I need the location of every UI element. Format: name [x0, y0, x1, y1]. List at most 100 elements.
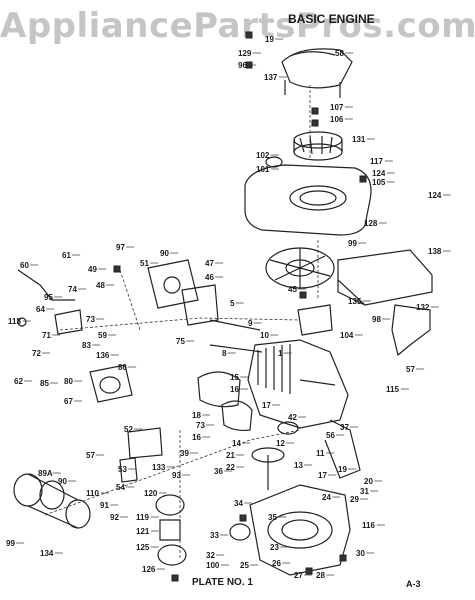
callout-number: 101 [256, 165, 270, 174]
callout-number: 128 [364, 219, 378, 228]
callout-number: 58 [335, 49, 344, 58]
callout-number: 104 [340, 331, 354, 340]
callout-number: 67 [64, 397, 73, 406]
cylinder-block [247, 339, 349, 429]
ignition-coil [297, 304, 333, 336]
callout-number: 36 [214, 467, 223, 476]
callout-number: 53 [118, 465, 127, 474]
callout-number: 22 [226, 463, 235, 472]
callout-number: 83 [82, 341, 91, 350]
callout-labels: 1912996137581071061311021011171241051241… [6, 35, 442, 580]
callout-number: 9 [248, 319, 253, 328]
callout-number: 29 [350, 495, 359, 504]
callout-number: 91 [100, 501, 109, 510]
washer [17, 317, 27, 327]
callout-number: 19 [265, 35, 274, 44]
callout-number: 30 [356, 549, 365, 558]
screw [311, 107, 319, 115]
callout-number: 134 [40, 549, 54, 558]
callout-number: 135 [348, 297, 362, 306]
screw [245, 31, 253, 39]
callout-number: 39 [180, 449, 189, 458]
callout-number: 21 [226, 451, 235, 460]
callout-number: 28 [316, 571, 325, 580]
callout-number: 25 [240, 561, 249, 570]
callout-number: 99 [348, 239, 357, 248]
callout-number: 125 [136, 543, 150, 552]
page-code: A-3 [406, 579, 421, 589]
piston [277, 421, 299, 435]
callout-number: 100 [206, 561, 220, 570]
callout-number: 120 [144, 489, 158, 498]
screw [171, 574, 179, 582]
callout-number: 124 [372, 169, 386, 178]
callout-number: 20 [364, 477, 373, 486]
callout-number: 27 [294, 571, 303, 580]
fuel-cap [265, 156, 283, 168]
fuel-tank-drum [155, 494, 185, 516]
callout-number: 61 [62, 251, 71, 260]
callout-number: 57 [86, 451, 95, 460]
callout-number: 115 [386, 385, 399, 394]
callout-number: 110 [86, 489, 99, 498]
callout-number: 19 [338, 465, 347, 474]
callout-number: 71 [42, 331, 51, 340]
callout-number: 132 [416, 303, 430, 312]
callout-number: 138 [428, 247, 442, 256]
air-filter-panel [337, 249, 433, 306]
callout-number: 89A [38, 469, 53, 478]
callout-number: 46 [205, 273, 214, 282]
governor-link [17, 269, 75, 301]
callout-number: 116 [362, 521, 375, 530]
callout-number: 99 [6, 539, 15, 548]
crankshaft [324, 419, 361, 479]
callout-number: 16 [192, 433, 201, 442]
screw [359, 175, 367, 183]
callout-number: 17 [318, 471, 327, 480]
callout-number: 105 [372, 178, 386, 187]
callout-number: 16 [230, 385, 239, 394]
callout-number: 57 [406, 365, 415, 374]
callout-number: 72 [32, 349, 41, 358]
callout-number: 59 [98, 331, 107, 340]
gasket [181, 284, 219, 326]
callout-number: 64 [36, 305, 45, 314]
callout-number: 74 [68, 285, 77, 294]
callout-number: 1 [278, 349, 283, 358]
governor-gear [229, 523, 251, 541]
callout-number: 62 [14, 377, 23, 386]
baffle [391, 304, 431, 357]
callout-number: 54 [116, 483, 125, 492]
leader-lines [16, 38, 451, 576]
callout-number: 45 [288, 285, 297, 294]
callout-number: 14 [232, 439, 241, 448]
callout-number: 85 [40, 379, 49, 388]
callout-number: 137 [264, 73, 278, 82]
callout-number: 42 [288, 413, 297, 422]
callout-number: 118 [8, 317, 21, 326]
callout-number: 24 [322, 493, 331, 502]
callout-number: 96 [238, 61, 247, 70]
callout-number: 93 [172, 471, 181, 480]
screw [305, 567, 313, 575]
callout-number: 117 [370, 157, 383, 166]
fuel-tank-drum [157, 544, 187, 566]
camshaft-gear [251, 447, 285, 490]
callout-number: 31 [360, 487, 369, 496]
callout-number: 23 [270, 543, 279, 552]
callout-number: 121 [136, 527, 150, 536]
blower-housing-top [281, 48, 353, 98]
callout-number: 34 [234, 499, 243, 508]
callout-number: 129 [238, 49, 252, 58]
callout-number: 133 [152, 463, 166, 472]
callout-number: 8 [222, 349, 227, 358]
screw [299, 291, 307, 299]
callout-number: 35 [268, 513, 277, 522]
callout-number: 86 [118, 363, 127, 372]
carburetor-plate [147, 259, 199, 309]
callout-number: 18 [192, 411, 201, 420]
callout-number: 37 [340, 423, 349, 432]
control-bracket [127, 427, 163, 459]
callout-number: 119 [136, 513, 149, 522]
